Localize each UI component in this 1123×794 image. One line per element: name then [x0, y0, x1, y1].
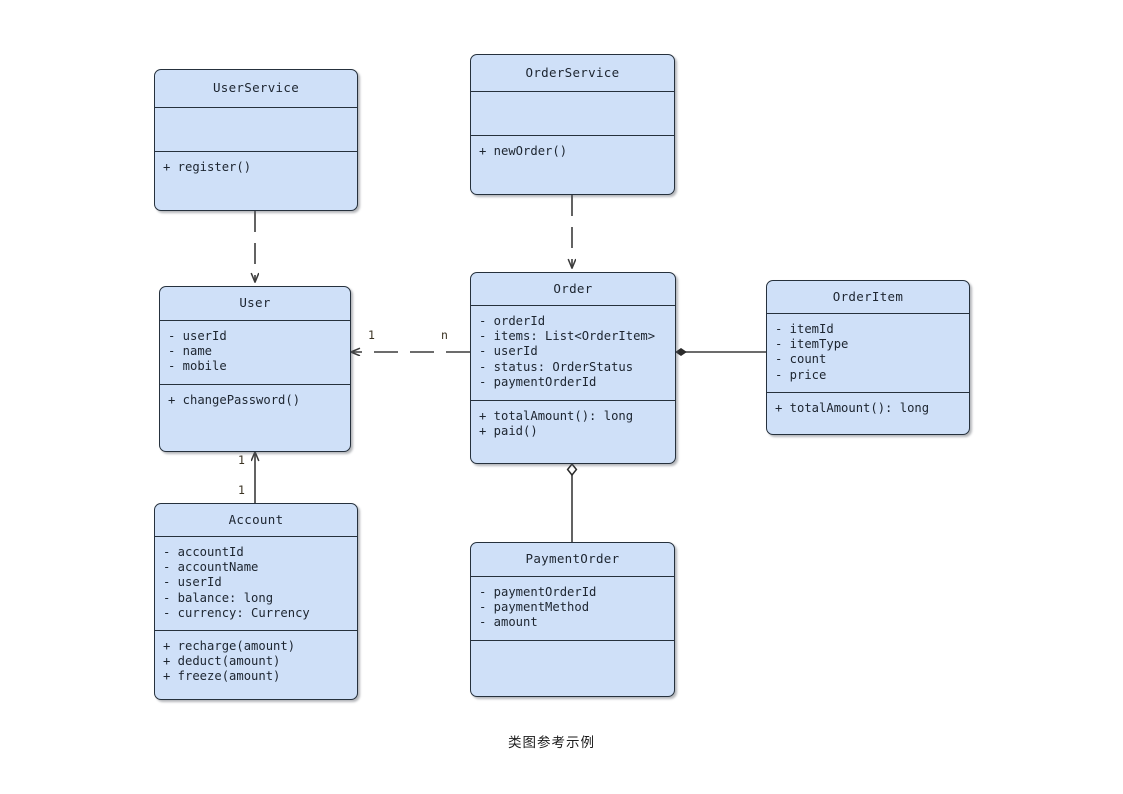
- class-methods-paymentorder: [471, 641, 674, 696]
- class-methods-order: + totalAmount(): long + paid(): [471, 401, 675, 463]
- class-member: + freeze(amount): [163, 669, 281, 684]
- class-divider: [155, 151, 357, 152]
- class-box-account[interactable]: Account - accountId - accountName - user…: [154, 503, 358, 700]
- class-member: - count: [775, 352, 827, 367]
- class-divider: [155, 107, 357, 108]
- diagram-caption: 类图参考示例: [508, 735, 595, 751]
- class-methods-orderservice: + newOrder(): [471, 136, 674, 194]
- class-member: - paymentMethod: [479, 600, 590, 615]
- class-box-orderitem[interactable]: OrderItem - itemId - itemType - count - …: [766, 280, 970, 435]
- class-box-user[interactable]: User - userId - name - mobile + changePa…: [159, 286, 351, 452]
- class-name-orderservice: OrderService: [525, 64, 620, 80]
- class-member: - paymentOrderId: [479, 374, 597, 389]
- class-member: - itemType: [775, 337, 849, 352]
- class-member: - status: OrderStatus: [479, 359, 634, 374]
- class-member: - userId: [168, 329, 227, 343]
- class-name-userservice: UserService: [212, 80, 300, 96]
- class-name-order: Order: [553, 280, 593, 296]
- class-member: - balance: long: [163, 590, 274, 605]
- class-attributes-paymentorder: - paymentOrderId - paymentMethod - amoun…: [471, 577, 674, 640]
- class-methods-orderitem: + totalAmount(): long: [767, 393, 969, 434]
- class-member: - name: [168, 344, 213, 359]
- class-attributes-userservice: [155, 108, 357, 151]
- multiplicity-order-user-near-order: n: [441, 328, 448, 342]
- class-attributes-account: - accountId - accountName - userId - bal…: [155, 537, 357, 630]
- class-divider: [160, 384, 350, 385]
- class-member: - items: List<OrderItem>: [479, 329, 656, 344]
- class-member: + deduct(amount): [163, 654, 281, 669]
- class-attributes-user: - userId - name - mobile: [160, 321, 350, 384]
- class-member: - accountId: [163, 545, 244, 559]
- class-divider: [160, 320, 350, 321]
- class-methods-user: + changePassword(): [160, 385, 350, 451]
- class-member: - mobile: [168, 359, 227, 374]
- class-divider: [471, 576, 674, 577]
- multiplicity-order-user-near-user: 1: [368, 328, 375, 342]
- class-member: + totalAmount(): long: [775, 401, 930, 415]
- class-member: - orderId: [479, 314, 546, 328]
- class-divider: [155, 630, 357, 631]
- class-divider: [471, 91, 674, 92]
- class-member: + register(): [163, 160, 252, 174]
- class-divider: [471, 400, 675, 401]
- class-member: - accountName: [163, 560, 259, 575]
- class-box-order[interactable]: Order - orderId - items: List<OrderItem>…: [470, 272, 676, 464]
- class-attributes-orderservice: [471, 92, 674, 135]
- class-box-userservice[interactable]: UserService + register(): [154, 69, 358, 211]
- class-name-paymentorder: PaymentOrder: [525, 551, 620, 567]
- class-name-account: Account: [228, 511, 284, 527]
- multiplicity-account-user-near-account: 1: [238, 483, 245, 497]
- class-member: + paid(): [479, 424, 538, 439]
- class-member: + totalAmount(): long: [479, 409, 634, 423]
- class-member: - paymentOrderId: [479, 585, 597, 599]
- class-box-orderservice[interactable]: OrderService + newOrder(): [470, 54, 675, 195]
- class-divider: [767, 392, 969, 393]
- class-divider: [471, 305, 675, 306]
- class-name-orderitem: OrderItem: [832, 288, 904, 304]
- class-member: + newOrder(): [479, 144, 568, 158]
- class-methods-userservice: + register(): [155, 152, 357, 210]
- class-divider: [471, 640, 674, 641]
- class-member: - price: [775, 367, 827, 382]
- class-name-user: User: [239, 295, 271, 311]
- class-attributes-order: - orderId - items: List<OrderItem> - use…: [471, 306, 675, 400]
- class-member: - userId: [479, 344, 538, 359]
- multiplicity-account-user-near-user: 1: [238, 453, 245, 467]
- class-divider: [767, 313, 969, 314]
- class-divider: [471, 135, 674, 136]
- class-member: + changePassword(): [168, 393, 301, 407]
- class-divider: [155, 536, 357, 537]
- class-member: - currency: Currency: [163, 605, 310, 620]
- class-member: - userId: [163, 575, 222, 590]
- class-member: + recharge(amount): [163, 639, 296, 653]
- class-member: - amount: [479, 615, 538, 630]
- class-member: - itemId: [775, 322, 834, 336]
- class-methods-account: + recharge(amount) + deduct(amount) + fr…: [155, 631, 357, 699]
- class-box-paymentorder[interactable]: PaymentOrder - paymentOrderId - paymentM…: [470, 542, 675, 697]
- class-attributes-orderitem: - itemId - itemType - count - price: [767, 314, 969, 392]
